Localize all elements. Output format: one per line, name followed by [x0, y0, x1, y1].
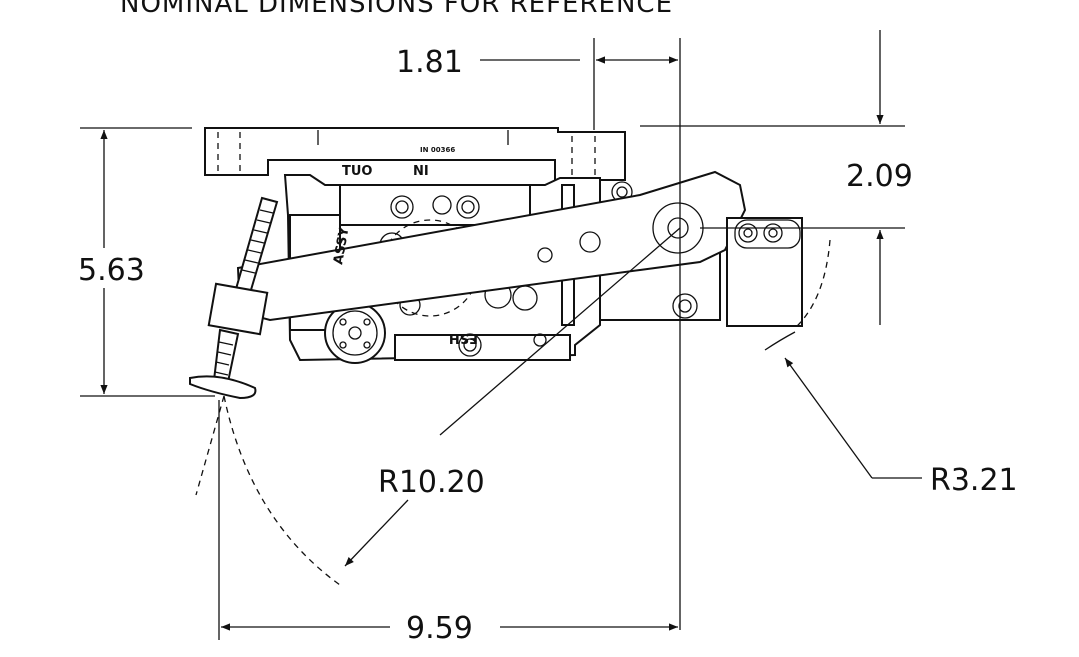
dim-bottom-width: 9.59	[406, 611, 473, 646]
clamp-assembly: TUO NI IN 00366 ASSY FSH	[189, 127, 803, 400]
label-assy: ASSY	[331, 225, 352, 265]
drawing-heading: NOMINAL DIMENSIONS FOR REFERENCE	[120, 0, 673, 19]
clamp-pad	[189, 375, 257, 400]
dim-small-radius: R3.21	[930, 463, 1018, 498]
dim-top-width: 1.81	[396, 45, 463, 80]
label-side-mark: FSH	[449, 330, 478, 345]
dim-right-height: 2.09	[846, 159, 913, 194]
dim-large-radius: R10.20	[378, 465, 485, 500]
label-out: TUO	[342, 164, 372, 179]
label-in: NI	[413, 164, 429, 179]
label-part-number: IN 00366	[420, 146, 455, 154]
dim-left-height: 5.63	[78, 253, 145, 288]
